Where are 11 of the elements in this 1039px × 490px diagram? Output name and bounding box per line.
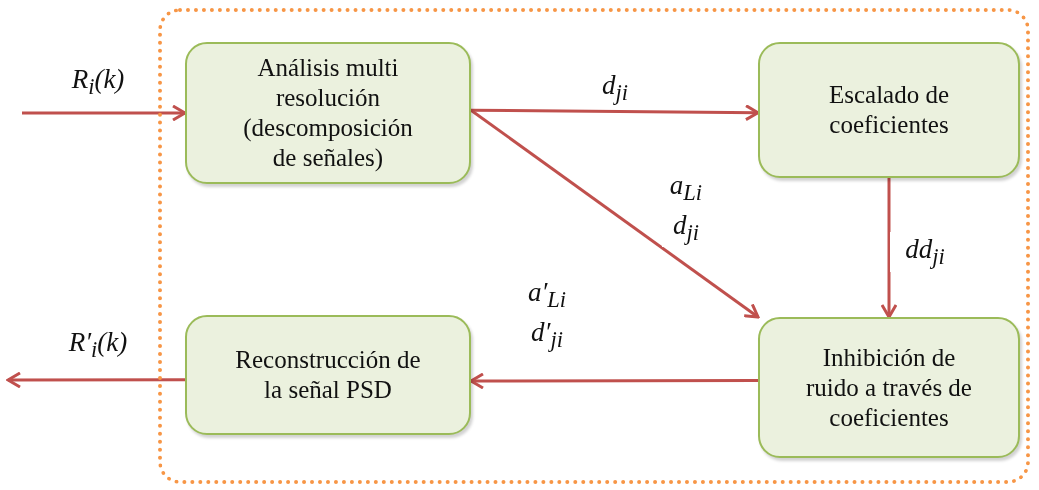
arrow — [469, 372, 758, 390]
process-box: Análisis multi resolución (descomposición de señales) — [185, 42, 471, 184]
arrow — [6, 371, 185, 389]
dotted-group-border — [158, 8, 1030, 484]
arrow — [880, 178, 898, 319]
process-box: Inhibición de ruido a través de coeficientes — [758, 317, 1020, 458]
process-box: Escalado de coeficientes — [758, 42, 1020, 178]
process-box: Reconstrucción de la señal PSD — [185, 315, 471, 435]
arrow — [470, 108, 760, 319]
arrow — [22, 104, 187, 122]
arrow — [471, 104, 760, 122]
